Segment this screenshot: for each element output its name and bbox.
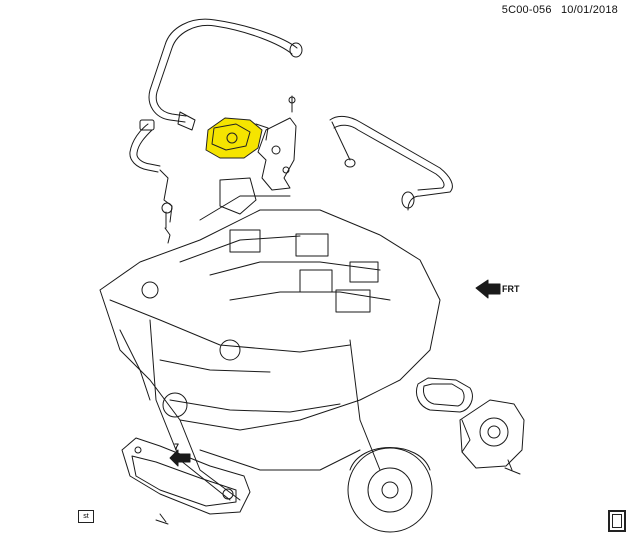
diagram-header: 5C00-056 10/01/2018 [496,4,618,16]
right-breather-tube [329,115,453,211]
gm-logo [608,510,626,532]
front-arrow [475,279,501,299]
diagram-code: 5C00-056 [501,4,552,16]
pump-housing [459,399,525,475]
lower-cover [121,437,251,525]
engine-block [99,177,441,501]
callout-number: 7 [174,442,180,452]
highlighted-valve [205,117,269,159]
left-hose-assembly [129,119,173,244]
callout-arrow [169,449,191,467]
st-badge: st [78,510,94,523]
flywheel [347,447,433,533]
gasket [416,377,473,413]
upper-breather-tube [148,18,303,131]
diagram-date: 10/01/2018 [560,4,618,16]
valve-bracket [257,95,297,191]
front-label: FRT [502,284,520,294]
